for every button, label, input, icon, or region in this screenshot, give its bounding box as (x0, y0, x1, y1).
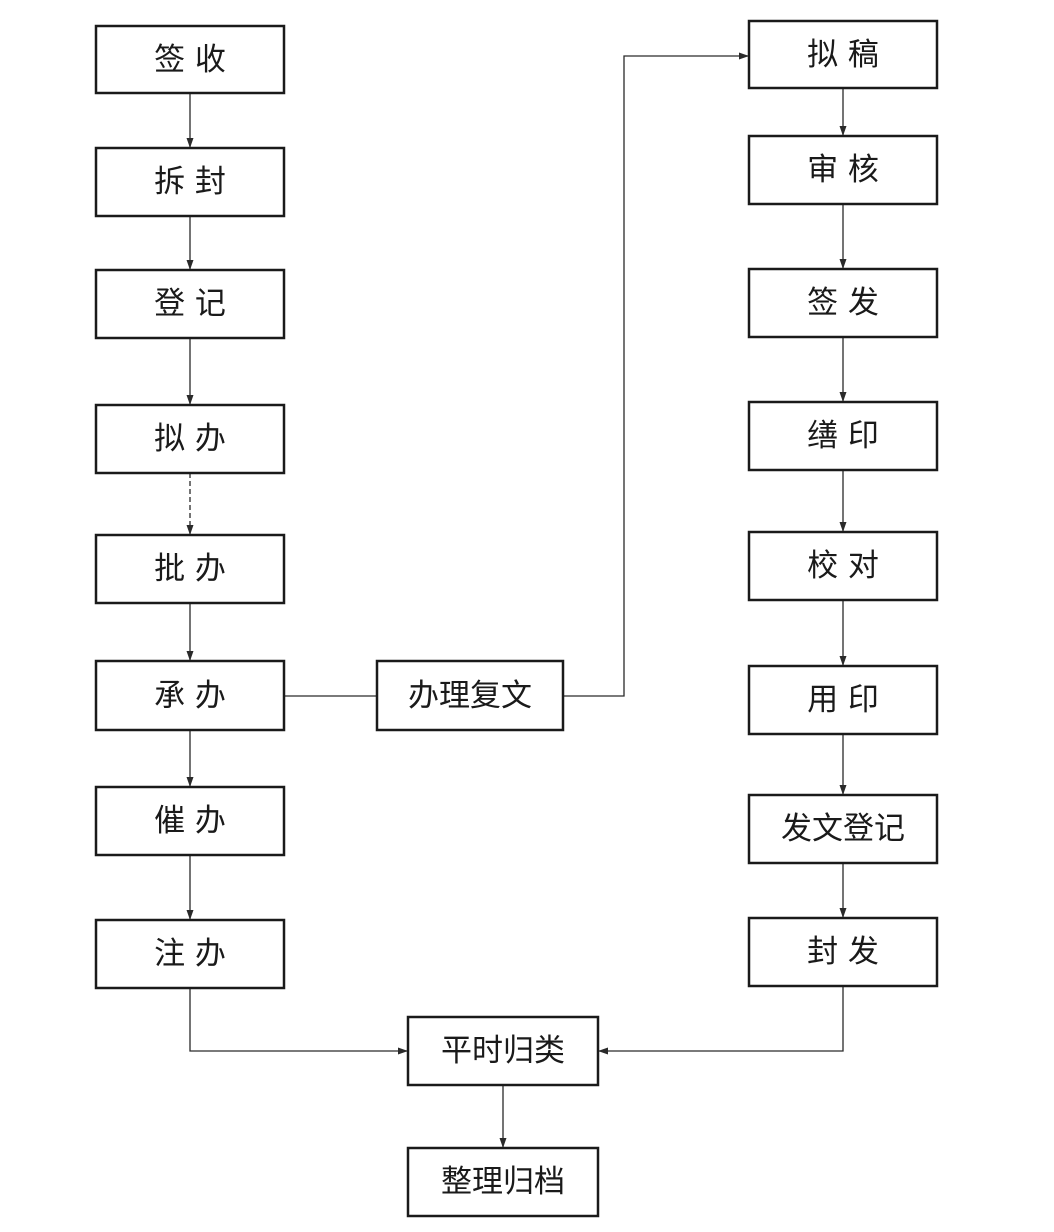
node-classify: 平时归类 (406, 1015, 600, 1087)
node-undertake-label: 承 办 (154, 678, 226, 714)
node-draft-label: 拟 稿 (807, 37, 879, 73)
node-register-in-label: 登 记 (154, 286, 226, 322)
node-propose: 拟 办 (94, 403, 286, 475)
node-archive-label: 整理归档 (441, 1164, 565, 1200)
node-urge: 催 办 (94, 785, 286, 857)
node-transcribe: 缮 印 (747, 400, 939, 472)
node-reply: 办理复文 (375, 659, 565, 732)
node-register-out: 发文登记 (747, 793, 939, 865)
node-draft: 拟 稿 (747, 19, 939, 90)
edge-reply-to-draft (563, 52, 749, 697)
node-proofread: 校 对 (747, 530, 939, 602)
node-approve: 批 办 (94, 533, 286, 605)
node-unseal-label: 拆 封 (154, 164, 226, 200)
node-annotate-label: 注 办 (154, 936, 226, 972)
node-urge-label: 催 办 (154, 803, 226, 839)
node-register-out-label: 发文登记 (781, 811, 905, 847)
node-sign-off: 签 发 (747, 267, 939, 339)
node-transcribe-label: 缮 印 (807, 418, 879, 454)
node-review-label: 审 核 (807, 152, 879, 188)
edge-dispatch-to-classify (598, 986, 844, 1055)
node-receive-sign: 签 收 (94, 24, 286, 95)
node-register-in: 登 记 (94, 268, 286, 340)
node-annotate: 注 办 (94, 918, 286, 990)
node-classify-label: 平时归类 (441, 1033, 565, 1069)
node-reply-label: 办理复文 (408, 678, 532, 714)
node-sign-off-label: 签 发 (807, 285, 879, 321)
edge-annotate-to-classify (189, 988, 408, 1055)
node-archive: 整理归档 (406, 1146, 600, 1218)
node-review: 审 核 (747, 134, 939, 206)
node-undertake: 承 办 (94, 659, 286, 732)
node-seal-label: 用 印 (807, 682, 879, 718)
edges (186, 52, 847, 1148)
node-propose-label: 拟 办 (154, 421, 226, 457)
node-approve-label: 批 办 (154, 551, 226, 587)
node-dispatch-label: 封 发 (807, 934, 879, 970)
node-proofread-label: 校 对 (807, 548, 879, 584)
node-dispatch: 封 发 (747, 916, 939, 988)
node-receive-sign-label: 签 收 (154, 42, 226, 78)
node-unseal: 拆 封 (94, 146, 286, 218)
node-seal: 用 印 (747, 664, 939, 736)
